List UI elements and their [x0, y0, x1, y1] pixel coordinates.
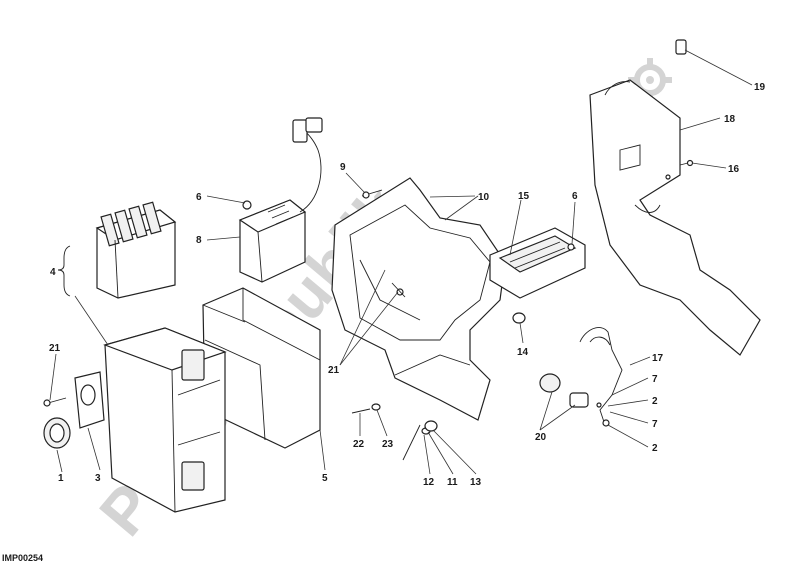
- callout-17: 17: [652, 353, 664, 364]
- callout-2a: 2: [652, 396, 658, 407]
- callout-22: 22: [353, 439, 365, 450]
- callout-2b: 2: [652, 443, 658, 454]
- callout-19: 19: [754, 82, 766, 93]
- battery-strap-part[interactable]: [74, 371, 105, 429]
- cap-part[interactable]: [43, 417, 71, 449]
- bolt-12-part[interactable]: [402, 424, 421, 461]
- callout-6b: 6: [572, 191, 578, 202]
- nut-6b-part[interactable]: [567, 243, 575, 251]
- light-unit-part[interactable]: [489, 227, 586, 299]
- callout-9: 9: [340, 162, 346, 173]
- washer-13-part[interactable]: [424, 420, 438, 432]
- callout-13: 13: [470, 477, 482, 488]
- washer-23-part[interactable]: [371, 403, 381, 411]
- battery-main-part[interactable]: [103, 327, 227, 513]
- callout-20: 20: [535, 432, 547, 443]
- callout-3: 3: [95, 473, 101, 484]
- callout-1: 1: [58, 473, 64, 484]
- callout-21b: 21: [328, 365, 340, 376]
- callout-6a: 6: [196, 192, 202, 203]
- callout-5: 5: [322, 473, 328, 484]
- callout-16: 16: [728, 164, 740, 175]
- diagram-code: IMP00254: [2, 553, 43, 563]
- callout-14: 14: [517, 347, 529, 358]
- bracket-4: [57, 245, 71, 297]
- callout-8: 8: [196, 235, 202, 246]
- screw-22-part[interactable]: [351, 408, 371, 414]
- callout-10: 10: [478, 192, 490, 203]
- battery-part[interactable]: [95, 201, 177, 299]
- regulator-part[interactable]: [238, 117, 323, 283]
- callout-21a: 21: [49, 343, 61, 354]
- screw-21a-part[interactable]: [43, 397, 67, 407]
- callout-18: 18: [724, 114, 736, 125]
- grommet-14-part[interactable]: [512, 312, 526, 324]
- screw-16-part[interactable]: [679, 159, 694, 167]
- callout-11: 11: [447, 477, 458, 488]
- callout-7a: 7: [652, 374, 658, 385]
- callouts: 1 3 4 5 6 8 9 10 15 6 14 21 21 22 23 12 …: [49, 82, 766, 488]
- clip-19-part[interactable]: [675, 39, 687, 55]
- callout-15: 15: [518, 191, 530, 202]
- callout-4: 4: [50, 267, 56, 278]
- leader-lines: [49, 49, 753, 475]
- callout-12: 12: [423, 477, 435, 488]
- frame-part[interactable]: [331, 177, 506, 421]
- screw-9-part[interactable]: [361, 189, 383, 199]
- plate-holder-part[interactable]: [589, 79, 761, 356]
- callout-7b: 7: [652, 419, 658, 430]
- callout-23: 23: [382, 439, 394, 450]
- bulb-holder-part[interactable]: [539, 327, 623, 427]
